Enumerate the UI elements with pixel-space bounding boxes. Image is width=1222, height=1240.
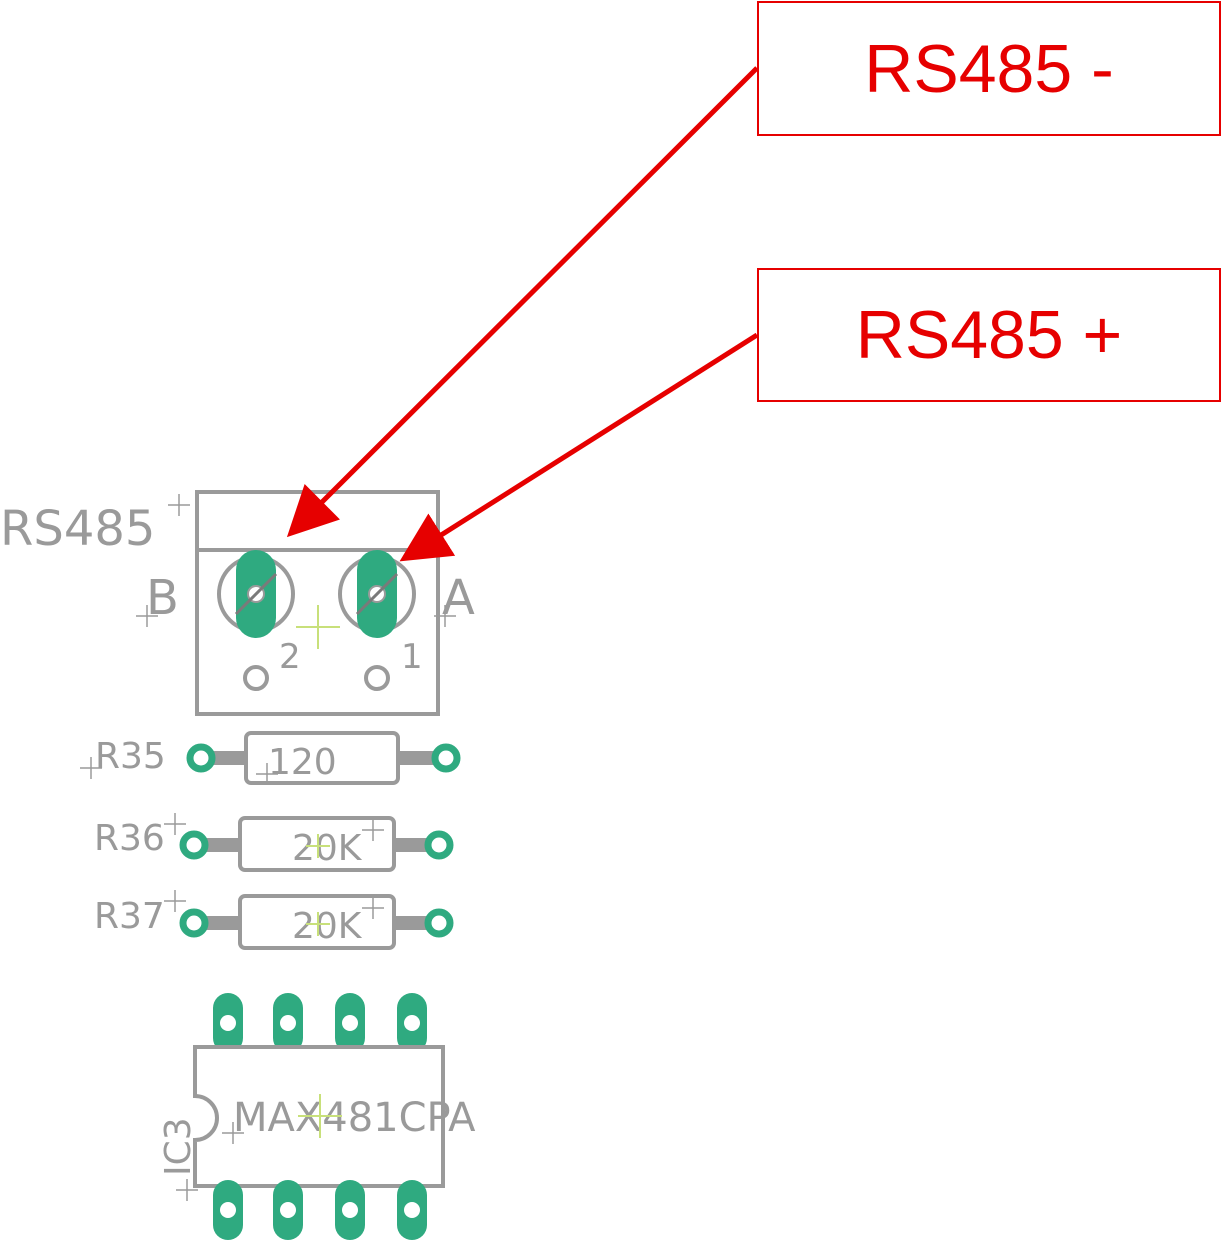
resistor-value: 20K xyxy=(292,828,363,869)
resistor-value: 20K xyxy=(292,906,363,947)
pin-2-number: 2 xyxy=(279,637,301,677)
mount-hole-right xyxy=(364,665,390,691)
callout-box-rs485-minus: RS485 - xyxy=(757,1,1221,136)
connector-name: RS485 xyxy=(0,501,155,557)
callout-label: RS485 + xyxy=(855,297,1123,373)
resistor-ref: R37 xyxy=(94,896,165,937)
resistor-value: 120 xyxy=(268,742,337,783)
ic-ref: IC3 xyxy=(158,1117,199,1176)
ic-pads-bottom xyxy=(213,1180,427,1240)
origin-cross-icon xyxy=(296,605,340,649)
callout-box-rs485-plus: RS485 + xyxy=(757,268,1221,402)
terminal-block-connector: RS485 B A 2 1 xyxy=(0,490,475,716)
resistor-r35: R35 120 xyxy=(80,731,461,785)
callout-arrow-minus xyxy=(286,66,759,538)
ic-part-number: MAX481CPA xyxy=(233,1095,476,1141)
resistor-ref: R36 xyxy=(94,818,165,859)
pin-a-label: A xyxy=(442,570,475,626)
resistor-ref: R35 xyxy=(95,736,166,777)
pin-1-number: 1 xyxy=(401,637,423,677)
connector-outline xyxy=(195,490,440,716)
pin-b-label: B xyxy=(146,570,179,626)
resistor-r37: R37 20K xyxy=(94,890,454,950)
ic-max481cpa: MAX481CPA IC3 xyxy=(158,993,476,1240)
callout-arrow-plus xyxy=(399,332,759,562)
mount-hole-left xyxy=(243,665,269,691)
callout-label: RS485 - xyxy=(864,30,1114,107)
resistor-r36: R36 20K xyxy=(94,813,454,872)
small-cross-icon xyxy=(136,494,456,627)
connector-pad-a xyxy=(338,550,416,638)
connector-pad-b xyxy=(217,550,295,638)
ic-pads-top xyxy=(213,993,427,1053)
